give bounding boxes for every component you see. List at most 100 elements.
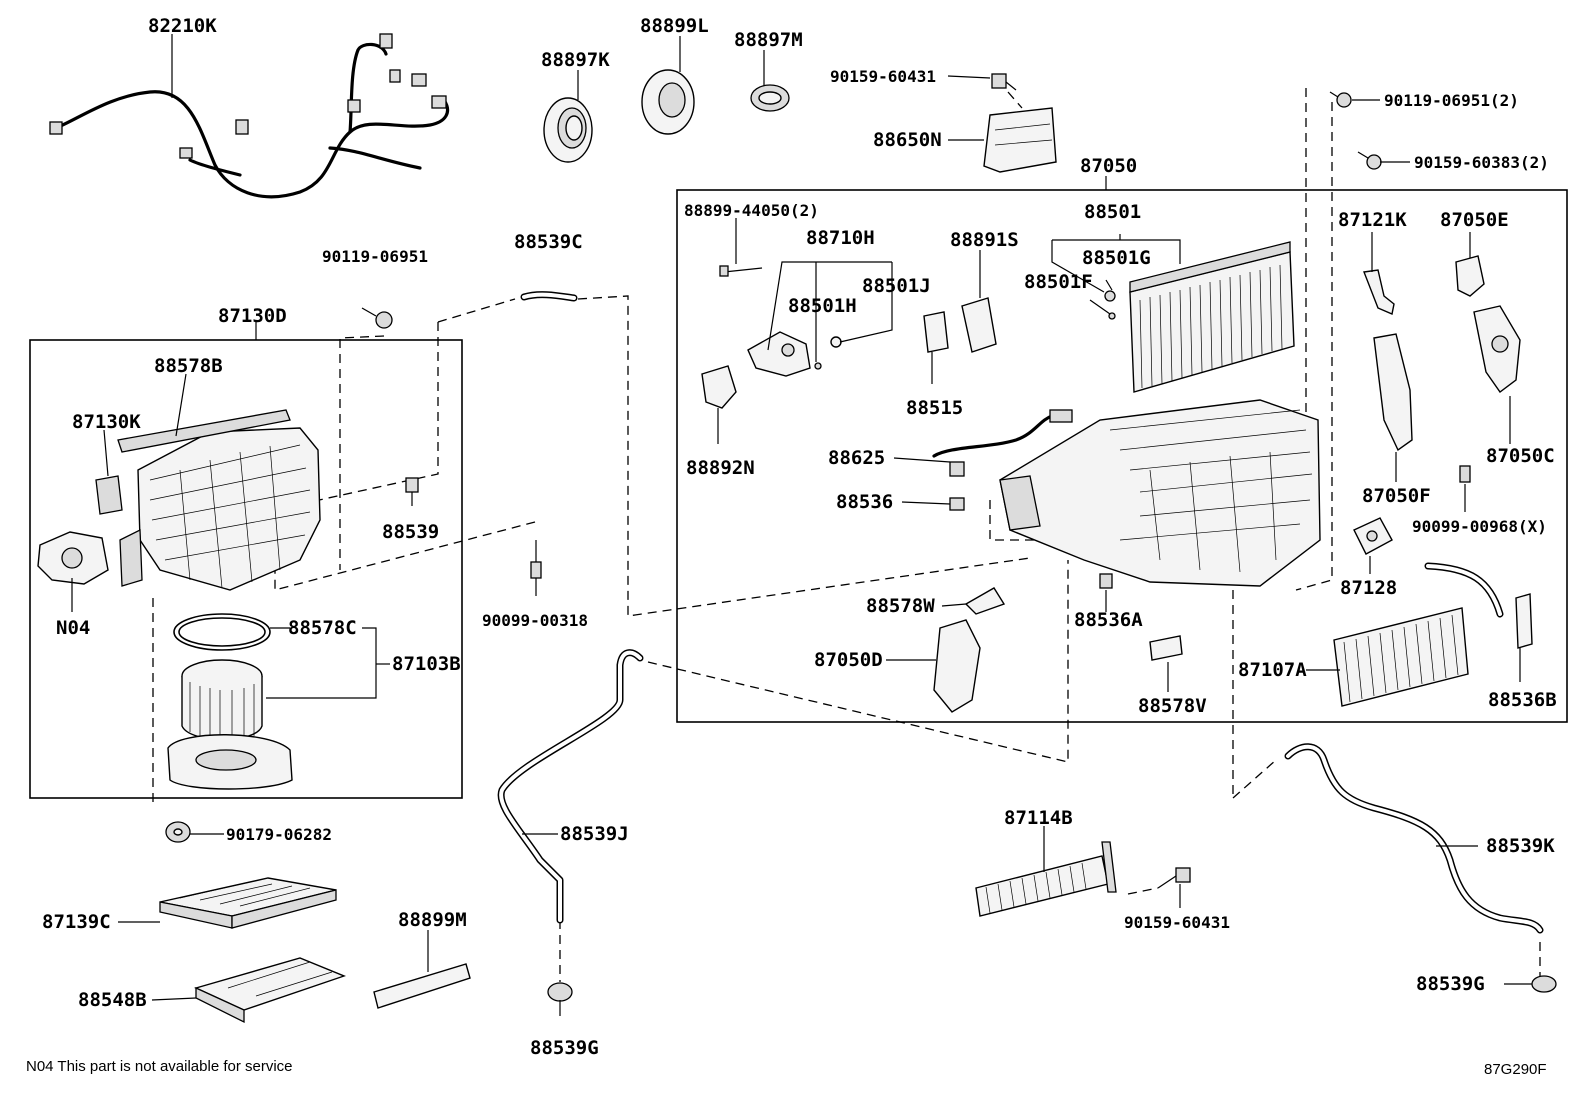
label-90159-60431-bottom: 90159-60431 (1124, 913, 1230, 932)
drain-hose-88539J (497, 649, 644, 924)
label-88539K: 88539K (1486, 835, 1555, 857)
grommet-88539G-left (547, 982, 573, 1002)
label-88892N: 88892N (686, 457, 755, 479)
label-88897K: 88897K (541, 49, 610, 71)
grommet-88899L (641, 69, 695, 135)
label-88625: 88625 (828, 447, 885, 469)
part-88891S (961, 297, 997, 353)
filter-case-88548B (193, 957, 346, 1024)
label-88536: 88536 (836, 491, 893, 513)
drain-hose-88539K (1284, 743, 1544, 934)
seal-88578V (1149, 635, 1183, 661)
label-88539J: 88539J (560, 823, 629, 845)
label-87130D: 87130D (218, 305, 287, 327)
label-87128: 87128 (1340, 577, 1397, 599)
motor-N04 (37, 531, 109, 585)
diagram-code: 87G290F (1484, 1061, 1547, 1078)
part-88501F (1108, 312, 1116, 320)
label-88536A: 88536A (1074, 609, 1143, 631)
label-88578C: 88578C (288, 617, 357, 639)
label-87114B: 87114B (1004, 807, 1073, 829)
screw-90099-00968 (1459, 465, 1471, 483)
label-88897M: 88897M (734, 29, 803, 51)
label-leaders (71, 34, 1532, 1016)
label-88548B: 88548B (78, 989, 147, 1011)
label-88539G-right: 88539G (1416, 973, 1485, 995)
part-88515 (923, 311, 949, 353)
label-88891S: 88891S (950, 229, 1019, 251)
label-88515: 88515 (906, 397, 963, 419)
actuator-88892N (701, 365, 737, 409)
ptc-heater-87114B (975, 841, 1117, 917)
label-87139C: 87139C (42, 911, 111, 933)
screw-88899-44050 (719, 265, 763, 277)
washer-88501J (830, 336, 842, 348)
label-88899M (373, 963, 471, 1009)
grommet-88539G-right (1531, 975, 1557, 993)
actuator-87050D (933, 619, 981, 713)
label-90159-60431-top: 90159-60431 (830, 67, 936, 86)
seal-88578W (964, 587, 1006, 615)
label-88501: 88501 (1084, 201, 1141, 223)
gasket-88578C (173, 613, 271, 651)
screw-90119-06951-2 (1329, 91, 1352, 108)
bracket-87121K (1363, 269, 1395, 315)
footer-note: N04 This part is not available for servi… (26, 1058, 293, 1075)
clip-88536 (949, 497, 965, 511)
label-88501G: 88501G (1082, 247, 1151, 269)
clip-88536B (1515, 593, 1533, 649)
label-88501H: 88501H (788, 295, 857, 317)
label-88539: 88539 (382, 521, 439, 543)
label-87130K: 87130K (72, 411, 141, 433)
blower-case-87130D (119, 427, 321, 591)
label-87103B: 87103B (392, 653, 461, 675)
screw-90099-00318 (530, 540, 542, 579)
label-90179-06282: 90179-06282 (226, 825, 332, 844)
part-88501G (1104, 290, 1116, 302)
label-90159-60383-2: 90159-60383(2) (1414, 153, 1549, 172)
evaporator-88501 (1129, 241, 1295, 393)
screw-90119-06951 (361, 307, 393, 329)
label-88578W: 88578W (866, 595, 935, 617)
duct-87050F (1373, 333, 1413, 452)
label-88899L: 88899L (640, 15, 709, 37)
clip-88539 (405, 477, 419, 493)
dashed-leaders (152, 88, 1541, 982)
label-N04: N04 (56, 617, 90, 639)
label-88899-44050-2: 88899-44050(2) (684, 201, 819, 220)
seal-88897M (750, 84, 790, 112)
label-90099-00318: 90099-00318 (482, 611, 588, 630)
label-87107A: 87107A (1238, 659, 1307, 681)
label-88539G-left: 88539G (530, 1037, 599, 1059)
label-88536B: 88536B (1488, 689, 1557, 711)
label-88650N: 88650N (873, 129, 942, 151)
label-88501J: 88501J (862, 275, 931, 297)
sensor-87130K (95, 475, 123, 515)
filter-87139C (159, 877, 337, 929)
hvac-case-87050 (999, 399, 1321, 587)
label-90099-00968-X: 90099-00968(X) (1412, 517, 1547, 536)
screw-90159-60431-bottom (1157, 867, 1191, 889)
part-87128 (1353, 517, 1393, 555)
label-87050D: 87050D (814, 649, 883, 671)
label-87121K: 87121K (1338, 209, 1407, 231)
nut-90179-06282 (165, 821, 191, 843)
label-88539C: 88539C (514, 231, 583, 253)
part-labels: 82210K 88897K 88899L 88897M 90159-60431 … (42, 15, 1557, 1059)
label-88710H: 88710H (806, 227, 875, 249)
seal-strip-88578B (117, 409, 291, 453)
screw-90159-60383-2 (1357, 151, 1382, 170)
sensor-88625 (932, 409, 1073, 477)
bracket-88650N (983, 107, 1057, 173)
label-82210K: 82210K (148, 15, 217, 37)
clip-88536A (1099, 573, 1113, 589)
label-87050F: 87050F (1362, 485, 1431, 507)
label-90119-06951: 90119-06951 (322, 247, 428, 266)
label-90119-06951-2: 90119-06951(2) (1384, 91, 1519, 110)
frame-87130D (29, 339, 463, 799)
screw-90159-60431-top (991, 73, 1017, 91)
duct-88539C (520, 291, 578, 302)
label-88578B: 88578B (154, 355, 223, 377)
